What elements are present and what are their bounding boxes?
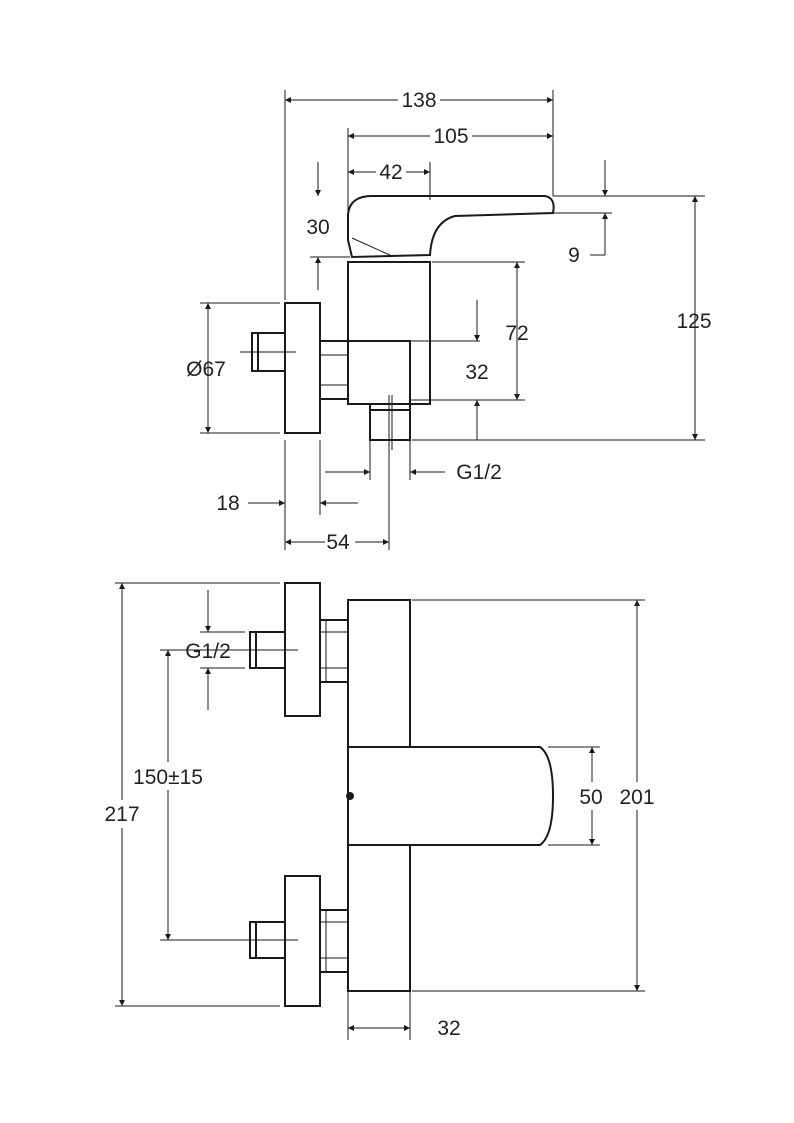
dim-72: 72 (505, 322, 528, 345)
dim-138: 138 (401, 89, 436, 112)
thread-g12-outlet: G1/2 (456, 461, 502, 484)
dim-42: 42 (379, 161, 402, 184)
dim-32-body: 32 (437, 1017, 460, 1040)
dim-150-15: 150±15 (133, 766, 203, 789)
dim-217: 217 (104, 803, 139, 826)
dim-9: 9 (568, 244, 580, 267)
dim-125: 125 (676, 310, 711, 333)
dim-50: 50 (579, 786, 602, 809)
front-view: G1/2 150±15 217 50 201 32 (102, 582, 660, 1040)
dim-18: 18 (216, 492, 239, 515)
side-view: 138 105 42 30 9 125 72 32 Ø67 G1/2 18 54 (186, 86, 712, 554)
dim-201: 201 (619, 786, 654, 809)
dim-diameter-67: Ø67 (186, 358, 226, 381)
dim-30: 30 (306, 216, 329, 239)
dim-105: 105 (433, 125, 468, 148)
dim-54: 54 (326, 531, 350, 554)
dim-32-outlet: 32 (465, 361, 488, 384)
thread-g12-inlet: G1/2 (185, 640, 231, 663)
